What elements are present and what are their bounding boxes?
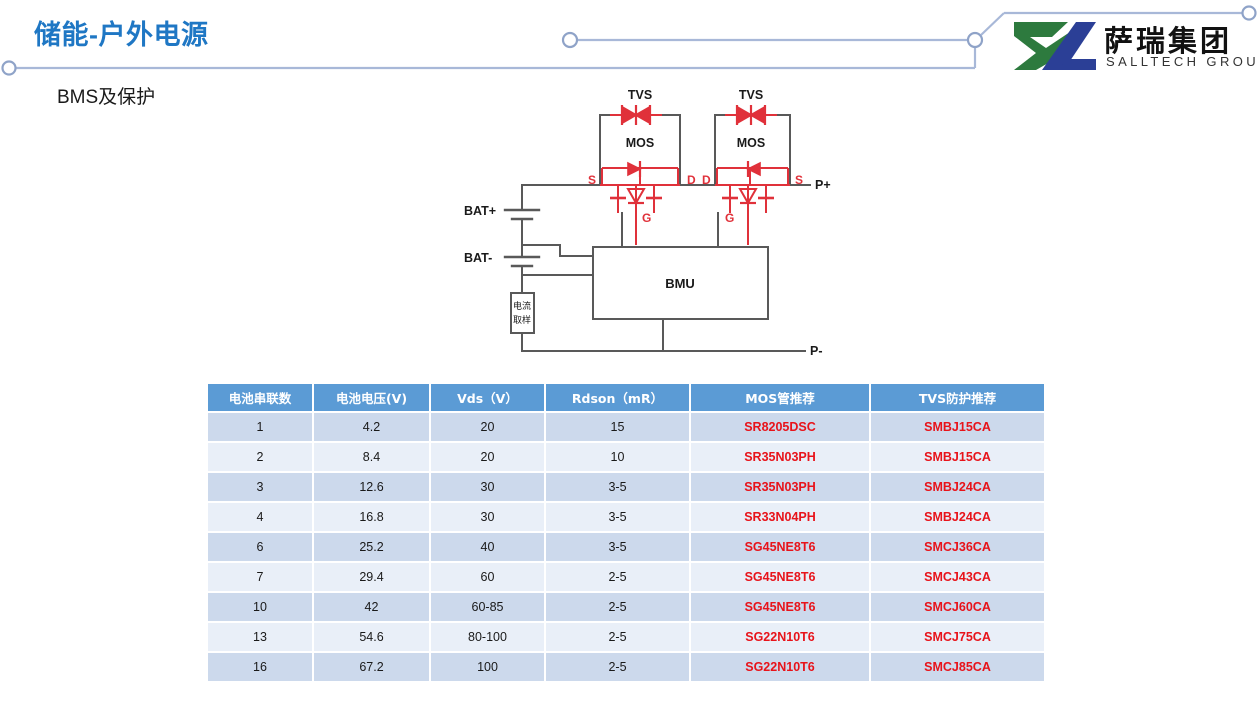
cell-mos-part: SR8205DSC xyxy=(690,412,871,443)
cell-vds: 60-85 xyxy=(430,592,546,623)
cell-mos-part: SG45NE8T6 xyxy=(690,532,871,563)
cell-voltage: 29.4 xyxy=(313,562,431,593)
cell-series: 6 xyxy=(208,532,314,563)
cell-rdson: 3-5 xyxy=(545,532,691,563)
mos-tvs-selection-table: 电池串联数 电池电压(V) Vds（V） Rdson（mR） MOS管推荐 TV… xyxy=(208,384,1044,683)
cell-tvs-part: SMCJ43CA xyxy=(870,562,1044,593)
cell-rdson: 2-5 xyxy=(545,622,691,653)
company-logo: 萨瑞集团 SALLTECH GROUP xyxy=(1012,16,1257,76)
label-shunt-line1: 电流 xyxy=(513,300,531,312)
column-header-vds: Vds（V） xyxy=(430,384,546,413)
label-p-minus: P- xyxy=(810,344,823,358)
cell-tvs-part: SMBJ24CA xyxy=(870,502,1044,533)
label-tvs-right: TVS xyxy=(739,88,763,102)
cell-series: 16 xyxy=(208,652,314,683)
label-mos1-d: D xyxy=(687,173,696,187)
cell-voltage: 12.6 xyxy=(313,472,431,503)
cell-vds: 20 xyxy=(430,412,546,443)
cell-vds: 80-100 xyxy=(430,622,546,653)
cell-voltage: 16.8 xyxy=(313,502,431,533)
cell-tvs-part: SMCJ75CA xyxy=(870,622,1044,653)
column-header-mos: MOS管推荐 xyxy=(690,384,871,413)
cell-rdson: 15 xyxy=(545,412,691,443)
table-row: 7 29.4 60 2-5 SG45NE8T6 SMCJ43CA xyxy=(208,562,1044,593)
label-bmu: BMU xyxy=(665,276,695,291)
cell-voltage: 42 xyxy=(313,592,431,623)
column-header-tvs: TVS防护推荐 xyxy=(870,384,1044,413)
cell-vds: 60 xyxy=(430,562,546,593)
label-p-plus: P+ xyxy=(815,178,831,192)
cell-rdson: 3-5 xyxy=(545,502,691,533)
cell-vds: 20 xyxy=(430,442,546,473)
cell-tvs-part: SMCJ60CA xyxy=(870,592,1044,623)
table-row: 10 42 60-85 2-5 SG45NE8T6 SMCJ60CA xyxy=(208,592,1044,623)
label-mos1-s: S xyxy=(588,173,596,187)
table-row: 16 67.2 100 2-5 SG22N10T6 SMCJ85CA xyxy=(208,652,1044,683)
cell-voltage: 25.2 xyxy=(313,532,431,563)
label-mos2-s: S xyxy=(795,173,803,187)
cell-vds: 40 xyxy=(430,532,546,563)
cell-tvs-part: SMBJ15CA xyxy=(870,442,1044,473)
logo-name-en: SALLTECH GROUP xyxy=(1106,54,1257,69)
table-header-row: 电池串联数 电池电压(V) Vds（V） Rdson（mR） MOS管推荐 TV… xyxy=(208,384,1044,413)
cell-rdson: 3-5 xyxy=(545,472,691,503)
cell-series: 1 xyxy=(208,412,314,443)
cell-mos-part: SR35N03PH xyxy=(690,472,871,503)
cell-rdson: 2-5 xyxy=(545,592,691,623)
table-row: 6 25.2 40 3-5 SG45NE8T6 SMCJ36CA xyxy=(208,532,1044,563)
label-bat-minus: BAT- xyxy=(464,251,492,265)
column-header-rdson: Rdson（mR） xyxy=(545,384,691,413)
cell-series: 10 xyxy=(208,592,314,623)
cell-voltage: 4.2 xyxy=(313,412,431,443)
page-subtitle: BMS及保护 xyxy=(57,87,156,108)
column-header-series: 电池串联数 xyxy=(208,384,314,413)
table-row: 4 16.8 30 3-5 SR33N04PH SMBJ24CA xyxy=(208,502,1044,533)
logo-mark-icon xyxy=(1014,22,1096,70)
cell-mos-part: SG45NE8T6 xyxy=(690,562,871,593)
table-body: 1 4.2 20 15 SR8205DSC SMBJ15CA 2 8.4 20 … xyxy=(208,412,1044,683)
table-row: 2 8.4 20 10 SR35N03PH SMBJ15CA xyxy=(208,442,1044,473)
label-mos-left: MOS xyxy=(626,136,654,150)
cell-mos-part: SG45NE8T6 xyxy=(690,592,871,623)
table-row: 13 54.6 80-100 2-5 SG22N10T6 SMCJ75CA xyxy=(208,622,1044,653)
header-decoration xyxy=(1,5,1257,76)
cell-series: 3 xyxy=(208,472,314,503)
cell-series: 2 xyxy=(208,442,314,473)
cell-tvs-part: SMCJ36CA xyxy=(870,532,1044,563)
cell-mos-part: SG22N10T6 xyxy=(690,622,871,653)
logo-name-cn: 萨瑞集团 xyxy=(1104,24,1233,58)
cell-series: 4 xyxy=(208,502,314,533)
label-shunt-line2: 取样 xyxy=(513,314,531,326)
bms-circuit-diagram: TVS TVS MOS MOS S D G D S G BAT+ BAT- P+… xyxy=(464,88,831,358)
cell-rdson: 2-5 xyxy=(545,652,691,683)
label-mos2-d: D xyxy=(702,173,711,187)
label-mos1-g: G xyxy=(642,211,651,225)
cell-tvs-part: SMBJ15CA xyxy=(870,412,1044,443)
cell-vds: 30 xyxy=(430,472,546,503)
label-mos2-g: G xyxy=(725,211,734,225)
label-tvs-left: TVS xyxy=(628,88,652,102)
cell-voltage: 67.2 xyxy=(313,652,431,683)
cell-tvs-part: SMBJ24CA xyxy=(870,472,1044,503)
cell-series: 13 xyxy=(208,622,314,653)
cell-tvs-part: SMCJ85CA xyxy=(870,652,1044,683)
cell-vds: 30 xyxy=(430,502,546,533)
cell-rdson: 2-5 xyxy=(545,562,691,593)
cell-mos-part: SG22N10T6 xyxy=(690,652,871,683)
table-row: 1 4.2 20 15 SR8205DSC SMBJ15CA xyxy=(208,412,1044,443)
page-title: 储能-户外电源 xyxy=(34,20,209,50)
label-mos-right: MOS xyxy=(737,136,765,150)
label-bat-plus: BAT+ xyxy=(464,204,496,218)
cell-rdson: 10 xyxy=(545,442,691,473)
cell-voltage: 54.6 xyxy=(313,622,431,653)
table-row: 3 12.6 30 3-5 SR35N03PH SMBJ24CA xyxy=(208,472,1044,503)
cell-mos-part: SR33N04PH xyxy=(690,502,871,533)
column-header-voltage: 电池电压(V) xyxy=(313,384,431,413)
cell-series: 7 xyxy=(208,562,314,593)
cell-mos-part: SR35N03PH xyxy=(690,442,871,473)
cell-voltage: 8.4 xyxy=(313,442,431,473)
cell-vds: 100 xyxy=(430,652,546,683)
